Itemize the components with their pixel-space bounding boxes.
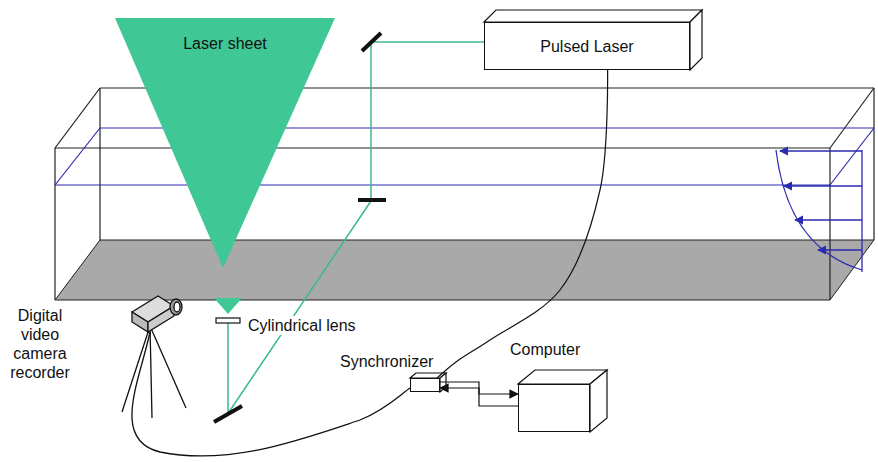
laser-sheet: Laser sheet bbox=[115, 18, 335, 268]
computer-box-front bbox=[518, 384, 590, 432]
computer-box: Computer bbox=[510, 340, 580, 359]
laser-sheet-fill bbox=[115, 18, 335, 268]
lens-label: Cylindrical lens bbox=[246, 316, 358, 335]
sheet-label: Laser sheet bbox=[115, 18, 335, 53]
cylindrical-lens bbox=[216, 318, 240, 323]
device-label: Synchronizer bbox=[340, 352, 433, 371]
device-label: Computer bbox=[510, 340, 580, 359]
laser-housing bbox=[484, 10, 702, 70]
device-name: Pulsed Laser bbox=[540, 37, 633, 56]
cable bbox=[437, 70, 608, 378]
tank-floor bbox=[55, 240, 874, 300]
synchronizer-box: Synchronizer bbox=[340, 352, 433, 371]
laser-sheet-shape bbox=[115, 18, 335, 268]
computer-housing bbox=[518, 370, 607, 432]
video-camera bbox=[122, 296, 410, 456]
signal-arrow bbox=[440, 388, 518, 406]
camera-label: Digital video camera recorder bbox=[4, 306, 76, 382]
laser-box: Pulsed Laser bbox=[484, 22, 690, 70]
laser-sheet-lower bbox=[214, 298, 242, 314]
synchronizer-box-front bbox=[410, 378, 440, 392]
velocity-profile bbox=[776, 150, 862, 272]
